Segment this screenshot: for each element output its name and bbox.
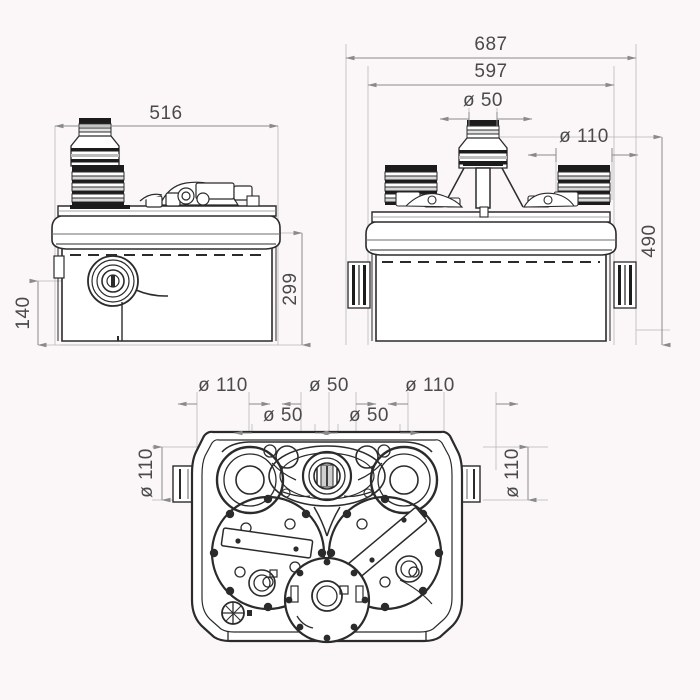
dimension-plan-right-side-d110-label: ø 110 (502, 448, 523, 498)
dimension-687: 687 (345, 34, 637, 61)
dimension-490: 490 (639, 134, 671, 348)
dimension-inlet-d110: ø 110 (527, 126, 639, 162)
front-elevation-view: 687 597 ø 50 ø 110 490 (345, 34, 671, 348)
dimension-597: 597 (367, 61, 615, 88)
dimension-140-label: 140 (13, 296, 34, 329)
plan-pump-cover-right (326, 494, 444, 612)
dimension-vent-d50: ø 50 (439, 90, 533, 126)
plan-center-vent (268, 445, 386, 507)
side-elevation-view: 516 299 140 (13, 103, 311, 348)
dimension-plan-left-side-d110: ø 110 (136, 444, 171, 503)
dimension-299: 299 (280, 230, 311, 348)
plan-service-cover (283, 556, 371, 644)
dimension-140: 140 (13, 278, 47, 348)
dimension-687-label: 687 (474, 34, 507, 55)
dimension-plan-left-d110-label: ø 110 (198, 375, 248, 396)
dimension-vent-d50-label: ø 50 (463, 90, 503, 111)
dimension-plan-mid-right-d50: ø 50 (319, 405, 420, 436)
dimension-299-label: 299 (280, 272, 301, 305)
dimension-plan-left-d110: ø 110 (177, 375, 271, 407)
dimension-516: 516 (54, 103, 279, 129)
dimension-plan-center-d50: ø 50 (281, 375, 377, 407)
dimension-plan-left-side-d110-label: ø 110 (136, 448, 157, 498)
plan-inlet-left (215, 445, 285, 515)
dimension-516-label: 516 (149, 103, 182, 124)
dimension-597-label: 597 (474, 61, 507, 82)
plan-inlet-right (369, 445, 439, 515)
dimension-490-label: 490 (639, 224, 660, 257)
plan-top-view: ø 110 ø 50 ø 110 ø 50 ø 50 ø 110 (136, 375, 537, 644)
dimension-plan-right-side-d110: ø 110 (502, 444, 537, 503)
dimension-plan-mid-left-d50-label: ø 50 (263, 405, 303, 426)
dimension-plan-center-d50-label: ø 50 (309, 375, 349, 396)
dimension-plan-right-d110-label: ø 110 (405, 375, 455, 396)
plan-grille-fitting (221, 601, 252, 625)
dimension-inlet-d110-label: ø 110 (559, 126, 609, 147)
dimension-plan-mid-right-d50-label: ø 50 (349, 405, 389, 426)
dimension-plan-right-d110: ø 110 (387, 375, 519, 407)
